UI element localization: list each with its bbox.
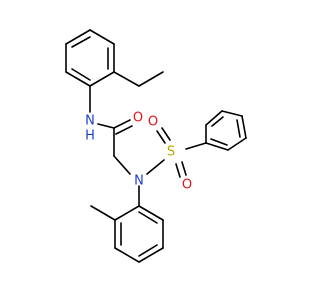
bond: [205, 110, 223, 126]
atom-label-n: N: [85, 114, 95, 129]
bond: [71, 68, 91, 81]
ring-ethylphenyl: [65, 29, 115, 87]
ring-methylphenyl: [114, 205, 164, 263]
bond: [138, 244, 158, 257]
atom-label-sulfonyl-oxygen-bottom: O: [182, 178, 192, 193]
ring-phenyl: [205, 110, 247, 151]
bond: [89, 29, 115, 45]
molecule-structure-diagram: N H O N S O O: [65, 29, 247, 263]
bond: [89, 71, 115, 87]
bond: [241, 115, 247, 139]
atom-label-h: H: [85, 129, 95, 144]
bond: [65, 29, 91, 45]
bond: [113, 71, 140, 87]
bond: [205, 142, 229, 151]
bond: [156, 130, 166, 144]
bond: [210, 138, 228, 146]
bond: [97, 123, 115, 129]
bond: [138, 205, 164, 221]
bond: [181, 161, 187, 176]
bond: [211, 116, 224, 127]
atom-label-carbonyl-oxygen: O: [133, 111, 143, 126]
bond: [65, 71, 91, 87]
bond: [221, 110, 243, 117]
atom-nh: N H: [85, 114, 95, 144]
atom-label-sulfonamide-nitrogen: N: [134, 174, 144, 189]
bond: [185, 142, 207, 150]
bond: [114, 247, 140, 263]
bond: [138, 71, 164, 87]
bond: [227, 137, 247, 151]
bond: [113, 119, 131, 129]
bond: [71, 36, 91, 48]
bond: [175, 163, 181, 178]
bond: [115, 125, 133, 135]
bond: [236, 119, 241, 138]
bond: [146, 159, 165, 175]
bond: [114, 205, 140, 221]
atom-label-sulfur: S: [167, 145, 175, 160]
bond: [161, 127, 171, 141]
bond: [138, 211, 158, 224]
atom-label-sulfonyl-oxygen-top: O: [148, 115, 158, 130]
bond: [90, 205, 116, 221]
bond: [113, 155, 131, 175]
bond: [138, 247, 164, 263]
